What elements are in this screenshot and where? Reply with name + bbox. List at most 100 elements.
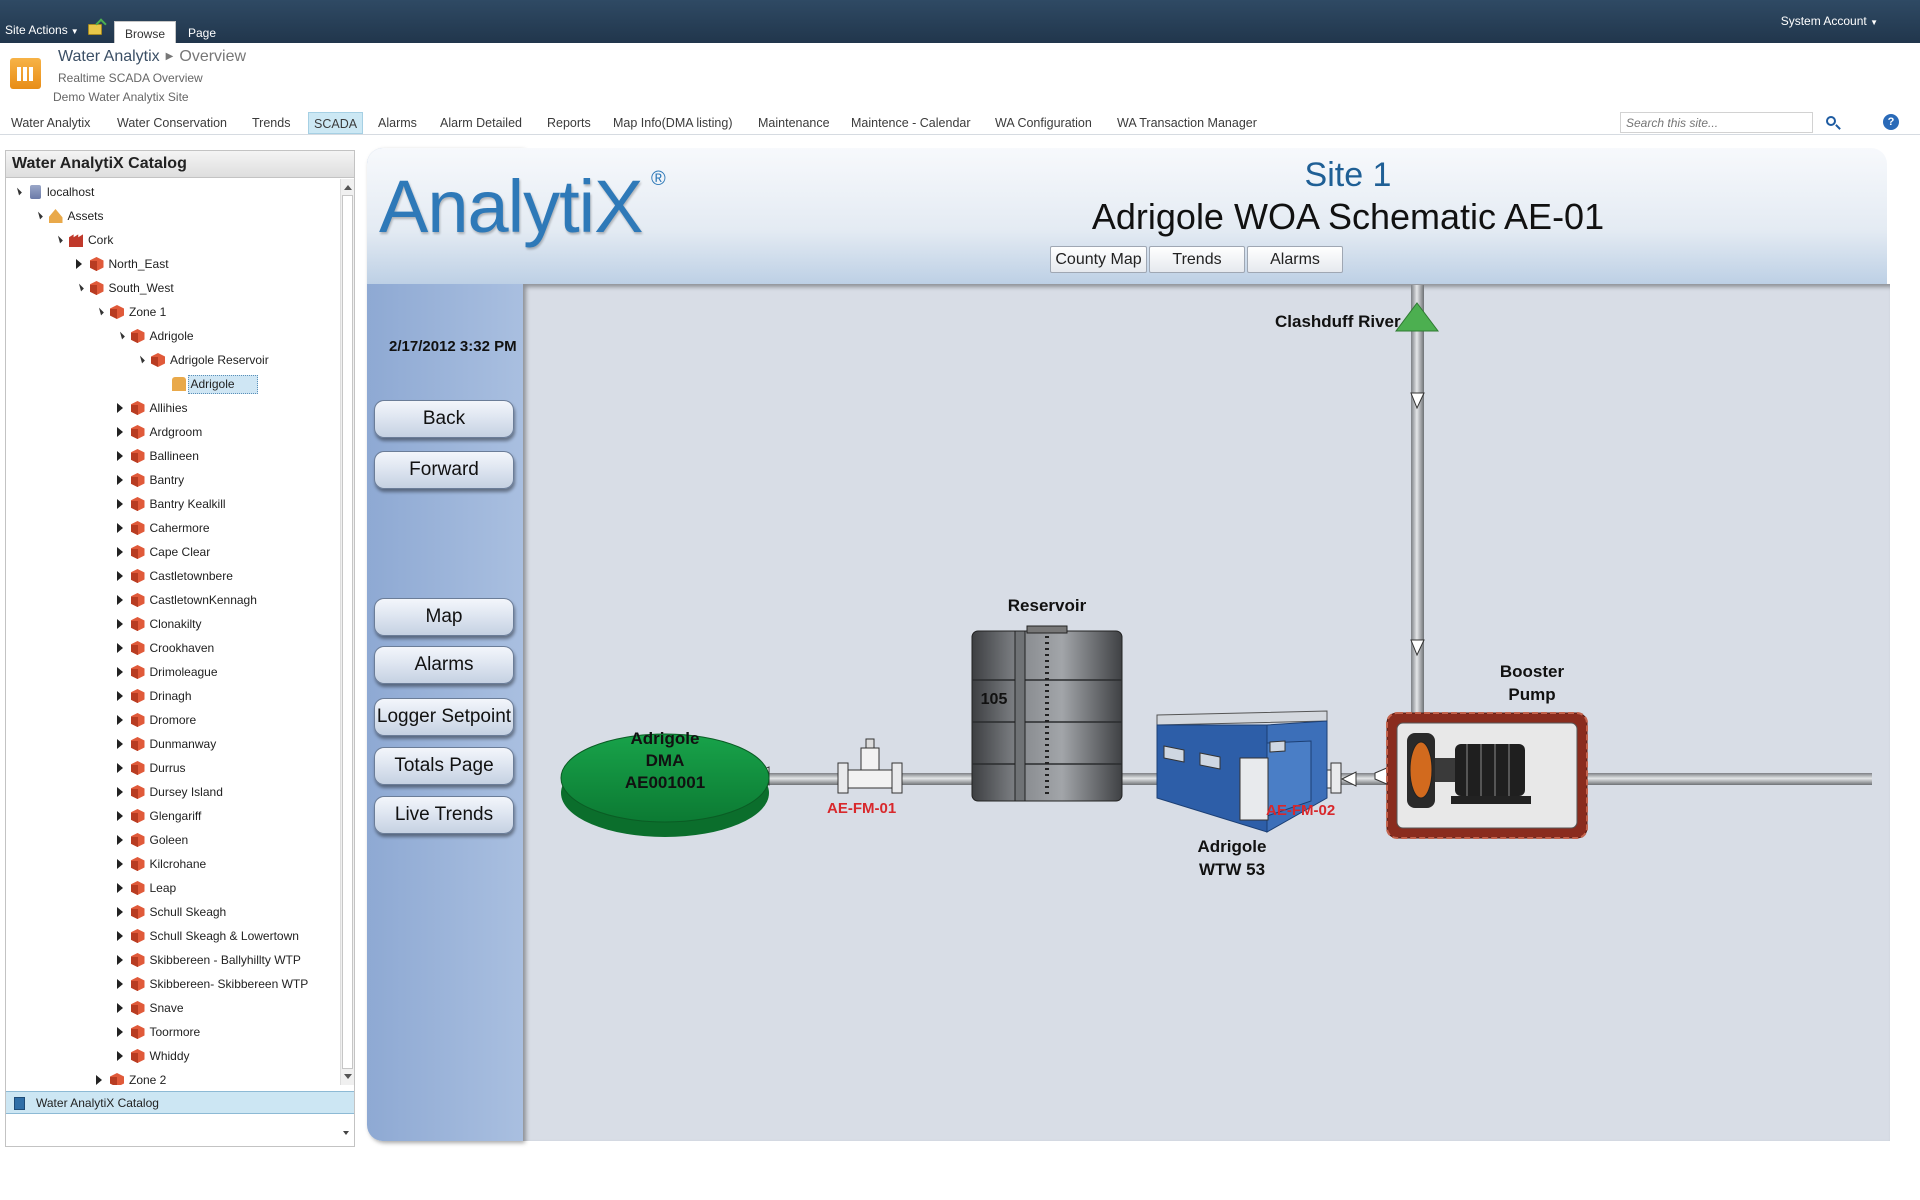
tree-item[interactable]: Drimoleague	[116, 663, 341, 683]
tree-item[interactable]: North_East	[75, 255, 341, 275]
tree-item[interactable]: Zone 2	[96, 1071, 340, 1085]
collapse-arrow-icon[interactable]	[34, 211, 43, 220]
expand-arrow-icon[interactable]	[116, 739, 123, 749]
expand-arrow-icon[interactable]	[116, 835, 123, 845]
account-menu[interactable]: System Account ▼	[1781, 14, 1878, 28]
alarms-button[interactable]: Alarms	[374, 646, 514, 684]
expand-arrow-icon[interactable]	[116, 1051, 123, 1061]
navigate-up-icon[interactable]	[88, 24, 102, 35]
dma-zone[interactable]	[560, 733, 770, 823]
expand-arrow-icon[interactable]	[116, 403, 123, 413]
tree-item[interactable]: Goleen	[116, 831, 341, 851]
collapse-arrow-icon[interactable]	[96, 307, 104, 316]
tree-item[interactable]: Toormore	[116, 1023, 341, 1043]
tree-item[interactable]: Dromore	[116, 711, 341, 731]
nav-wa-transaction-manager[interactable]: WA Transaction Manager	[1117, 116, 1257, 130]
tree-item[interactable]: Adrigole	[158, 375, 341, 395]
tree-item[interactable]: Skibbereen - Ballyhillty WTP	[116, 951, 341, 971]
tree-item[interactable]: Castletownbere	[116, 567, 341, 587]
scroll-up-icon[interactable]	[344, 185, 352, 190]
tree-item[interactable]: localhost	[14, 183, 314, 203]
expand-arrow-icon[interactable]	[116, 979, 123, 989]
nav-trends[interactable]: Trends	[252, 116, 291, 130]
expand-arrow-icon[interactable]	[116, 907, 123, 917]
expand-arrow-icon[interactable]	[116, 427, 123, 437]
expand-arrow-icon[interactable]	[75, 259, 82, 269]
expand-arrow-icon[interactable]	[116, 883, 123, 893]
expand-arrow-icon[interactable]	[116, 811, 123, 821]
tree-item[interactable]: South_West	[75, 279, 341, 299]
tree-item[interactable]: Snave	[116, 999, 341, 1019]
collapse-arrow-icon[interactable]	[55, 235, 63, 244]
expand-arrow-icon[interactable]	[116, 523, 123, 533]
tree-item[interactable]: CastletownKennagh	[116, 591, 341, 611]
nav-alarm-detailed[interactable]: Alarm Detailed	[440, 116, 522, 130]
expand-arrow-icon[interactable]	[116, 1003, 123, 1013]
expand-arrow-icon[interactable]	[116, 667, 123, 677]
expand-arrow-icon[interactable]	[116, 859, 123, 869]
tree-item[interactable]: Dursey Island	[116, 783, 341, 803]
scroll-thumb[interactable]	[342, 195, 353, 1069]
chevron-down-icon[interactable]	[343, 1131, 349, 1135]
booster-pump[interactable]	[1386, 712, 1588, 839]
nav-alarms[interactable]: Alarms	[378, 116, 417, 130]
tree-item[interactable]: Assets	[34, 207, 335, 227]
help-icon[interactable]: ?	[1883, 114, 1899, 130]
tree-item[interactable]: Allihies	[116, 399, 341, 419]
tree-item[interactable]: Dunmanway	[116, 735, 341, 755]
expand-arrow-icon[interactable]	[116, 475, 123, 485]
tree-item[interactable]: Adrigole	[116, 327, 341, 347]
expand-arrow-icon[interactable]	[116, 763, 123, 773]
expand-arrow-icon[interactable]	[96, 1075, 102, 1085]
tree-item[interactable]: Zone 1	[96, 303, 340, 323]
tree-item[interactable]: Glengariff	[116, 807, 341, 827]
tab-browse[interactable]: Browse	[114, 21, 177, 43]
collapse-arrow-icon[interactable]	[75, 283, 84, 292]
collapse-arrow-icon[interactable]	[14, 187, 22, 196]
expand-arrow-icon[interactable]	[116, 955, 123, 965]
flowmeter-ae-fm-01[interactable]	[837, 738, 903, 794]
tree-item[interactable]: Cork	[55, 231, 340, 251]
expand-arrow-icon[interactable]	[116, 643, 123, 653]
expand-arrow-icon[interactable]	[116, 931, 123, 941]
tree-item[interactable]: Schull Skeagh & Lowertown	[116, 927, 341, 947]
dma-label[interactable]: Adrigole DMA AE001001	[575, 728, 755, 794]
catalog-footer-tab[interactable]: Water AnalytiX Catalog	[6, 1091, 354, 1114]
tree-item[interactable]: Bantry Kealkill	[116, 495, 341, 515]
logger-setpoint-button[interactable]: Logger Setpoint	[374, 698, 514, 736]
expand-arrow-icon[interactable]	[116, 787, 123, 797]
tree-item[interactable]: Adrigole Reservoir	[137, 351, 340, 371]
nav-scada[interactable]: SCADA	[308, 112, 364, 134]
tree-item[interactable]: Bantry	[116, 471, 341, 491]
expand-arrow-icon[interactable]	[116, 499, 123, 509]
totals-page-button[interactable]: Totals Page	[374, 747, 514, 785]
tree-item[interactable]: Crookhaven	[116, 639, 341, 659]
nav-maintenance[interactable]: Maintenance	[758, 116, 830, 130]
nav-map-info[interactable]: Map Info(DMA listing)	[613, 116, 733, 130]
tree-item[interactable]: Whiddy	[116, 1047, 341, 1067]
tree-item[interactable]: Clonakilty	[116, 615, 341, 635]
expand-arrow-icon[interactable]	[116, 571, 123, 581]
county-map-button[interactable]: County Map	[1050, 246, 1147, 273]
tree-item[interactable]: Kilcrohane	[116, 855, 341, 875]
search-icon[interactable]	[1826, 116, 1836, 126]
tree-item[interactable]: Drinagh	[116, 687, 341, 707]
search-input[interactable]	[1620, 112, 1813, 133]
expand-arrow-icon[interactable]	[116, 715, 123, 725]
tree-item[interactable]: Ardgroom	[116, 423, 341, 443]
site-logo-icon[interactable]	[10, 58, 41, 89]
wtw-building[interactable]	[1156, 710, 1328, 833]
nav-maintenance-calendar[interactable]: Maintence - Calendar	[851, 116, 971, 130]
tree-item[interactable]: Cahermore	[116, 519, 341, 539]
back-button[interactable]: Back	[374, 400, 514, 438]
expand-arrow-icon[interactable]	[116, 1027, 123, 1037]
breadcrumb-site[interactable]: Water Analytix	[58, 48, 160, 65]
scroll-down-icon[interactable]	[344, 1074, 352, 1079]
nav-wa-configuration[interactable]: WA Configuration	[995, 116, 1092, 130]
tree-scrollbar[interactable]	[340, 179, 354, 1085]
map-button[interactable]: Map	[374, 598, 514, 636]
expand-arrow-icon[interactable]	[116, 451, 123, 461]
tree-item[interactable]: Cape Clear	[116, 543, 341, 563]
tab-page[interactable]: Page	[188, 26, 217, 40]
nav-water-analytix[interactable]: Water Analytix	[11, 116, 91, 130]
